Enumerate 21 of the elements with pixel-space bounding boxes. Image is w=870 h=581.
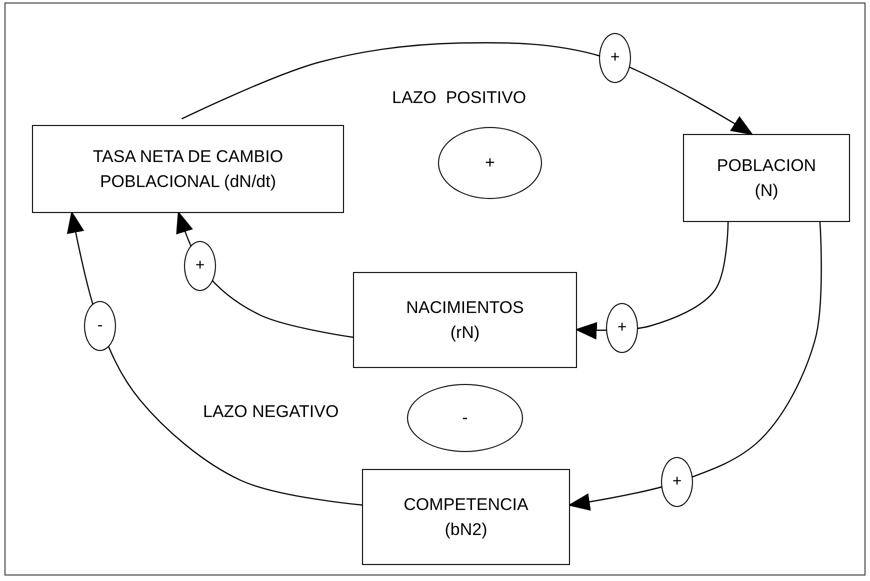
loop-title: LAZO POSITIVO xyxy=(392,88,526,108)
polarity-sign: - xyxy=(84,301,116,351)
loop-ellipse xyxy=(438,127,542,199)
polarity-sign: + xyxy=(599,33,631,83)
node-label: - xyxy=(462,407,468,430)
process-box xyxy=(683,134,850,222)
process-box xyxy=(32,125,344,213)
node-label: TASA NETA DE CAMBIO POBLACIONAL (dN/dt) xyxy=(92,146,284,193)
process-box xyxy=(353,272,577,368)
node-label: + xyxy=(485,152,495,174)
arrow xyxy=(66,210,362,506)
polarity-sign: + xyxy=(661,457,693,507)
polarity-sign: + xyxy=(606,303,638,353)
polarity-sign: + xyxy=(184,241,216,291)
arrow xyxy=(182,42,754,136)
node-label: COMPETENCIA (bN2) xyxy=(402,494,530,541)
loop-ellipse xyxy=(407,384,523,452)
process-box xyxy=(362,469,570,565)
node-label: POBLACION (N) xyxy=(716,154,818,202)
node-label: NACIMIENTOS (rN) xyxy=(405,296,525,344)
loop-title: LAZO NEGATIVO xyxy=(203,402,339,422)
